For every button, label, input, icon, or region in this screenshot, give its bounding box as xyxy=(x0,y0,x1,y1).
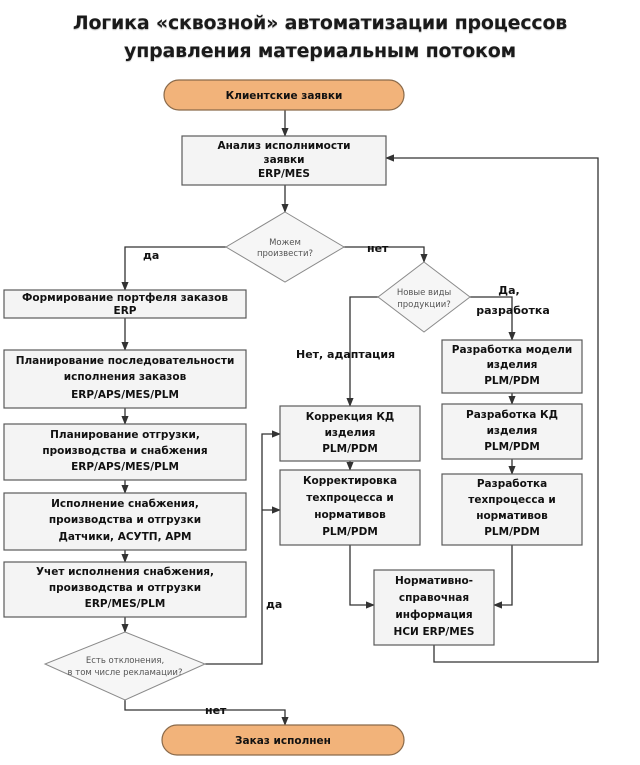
label-no-deviation: нет xyxy=(205,704,227,717)
node-shipping-planning: Планирование отгрузки, производства и сн… xyxy=(3,423,247,481)
label-no-produce: нет xyxy=(367,242,389,255)
node-text: в том числе рекламации? xyxy=(68,668,183,678)
label-no-adaptation: Нет, адаптация xyxy=(296,348,395,361)
node-text: Датчики, АСУТП, АРМ xyxy=(58,531,191,543)
node-text: Разработка xyxy=(477,478,547,490)
node-order-portfolio: Формирование портфеля заказов ERP xyxy=(3,289,247,319)
node-text: ERP/MES/PLM xyxy=(85,598,166,610)
decision-deviations: Есть отклонения, в том числе рекламации? xyxy=(43,631,207,701)
node-kd-development: Разработка КД изделия PLM/PDM xyxy=(441,403,583,460)
node-execution-accounting: Учет исполнения снабжения, производства … xyxy=(3,561,247,618)
node-text: справочная xyxy=(399,592,469,604)
label-yes-deviation: да xyxy=(266,598,282,611)
node-text: ERP/APS/MES/PLM xyxy=(71,389,179,401)
node-text: Коррекция КД xyxy=(306,411,395,423)
node-text: техпроцесса и xyxy=(306,492,393,504)
node-model-development: Разработка модели изделия PLM/PDM xyxy=(441,339,583,394)
node-text: Нормативно- xyxy=(395,575,473,587)
node-text: Новые виды xyxy=(397,288,451,298)
node-tech-development: Разработка техпроцесса и нормативов PLM/… xyxy=(441,473,583,546)
node-text: изделия xyxy=(325,427,376,439)
node-order-completed-label: Заказ исполнен xyxy=(235,735,331,747)
node-text: Разработка КД xyxy=(466,409,558,421)
node-text: продукции? xyxy=(397,300,451,310)
connectors xyxy=(121,110,599,726)
node-text: заявки xyxy=(263,154,304,166)
node-text: PLM/PDM xyxy=(322,526,378,538)
label-yes-produce: да xyxy=(143,249,159,262)
node-text: информация xyxy=(395,609,472,621)
node-text: PLM/PDM xyxy=(322,443,378,455)
node-text: Есть отклонения, xyxy=(86,656,164,666)
node-text: производства и отгрузки xyxy=(49,582,201,594)
label-yes-development-1: Да, xyxy=(498,284,519,297)
node-kd-correction: Коррекция КД изделия PLM/PDM xyxy=(279,405,421,462)
node-text: PLM/PDM xyxy=(484,526,540,538)
node-text: производства и снабжения xyxy=(42,445,207,457)
node-text: НСИ ERP/MES xyxy=(394,626,475,638)
node-text: Разработка модели xyxy=(452,344,572,356)
node-text: Планирование последовательности xyxy=(16,355,235,367)
node-sequence-planning: Планирование последовательности исполнен… xyxy=(3,349,247,409)
node-text: изделия xyxy=(487,425,538,437)
node-tech-correction: Корректировка техпроцесса и нормативов P… xyxy=(279,469,421,546)
node-execution: Исполнение снабжения, производства и отг… xyxy=(3,492,247,551)
node-text: PLM/PDM xyxy=(484,441,540,453)
node-text: ERP/APS/MES/PLM xyxy=(71,461,179,473)
node-text: произвести? xyxy=(257,249,313,259)
node-text: ERP/MES xyxy=(258,168,310,180)
node-reference-data: Нормативно- справочная информация НСИ ER… xyxy=(373,569,495,646)
label-yes-development-2: разработка xyxy=(476,304,550,317)
node-text: производства и отгрузки xyxy=(49,514,201,526)
diagram-title-line-1: Логика «сквозной» автоматизации процессо… xyxy=(72,12,568,34)
node-text: Корректировка xyxy=(303,475,397,487)
node-text: Исполнение снабжения, xyxy=(51,498,199,510)
node-text: Учет исполнения снабжения, xyxy=(36,566,214,578)
node-text: исполнения заказов xyxy=(64,371,187,383)
decision-new-product: Новые виды продукции? xyxy=(377,261,471,333)
node-text: нормативов xyxy=(476,510,548,522)
node-text: ERP xyxy=(114,305,137,317)
node-text: Можем xyxy=(269,238,301,248)
node-client-requests: Клиентские заявки xyxy=(163,79,405,111)
node-text: Анализ исполнимости xyxy=(217,140,350,152)
node-text: техпроцесса и xyxy=(468,494,555,506)
node-client-requests-label: Клиентские заявки xyxy=(226,90,343,102)
edge-labels: да нет Нет, адаптация Да, разработка да … xyxy=(143,242,550,717)
diagram-title-line-2: управления материальным потоком xyxy=(124,40,516,62)
node-feasibility-analysis: Анализ исполнимости заявки ERP/MES xyxy=(181,135,387,186)
node-order-completed: Заказ исполнен xyxy=(161,724,405,756)
node-text: нормативов xyxy=(314,509,386,521)
decision-can-produce: Можем произвести? xyxy=(225,211,345,283)
node-text: Формирование портфеля заказов xyxy=(22,292,228,304)
node-text: изделия xyxy=(487,359,538,371)
node-text: Планирование отгрузки, xyxy=(50,429,200,441)
node-text: PLM/PDM xyxy=(484,375,540,387)
